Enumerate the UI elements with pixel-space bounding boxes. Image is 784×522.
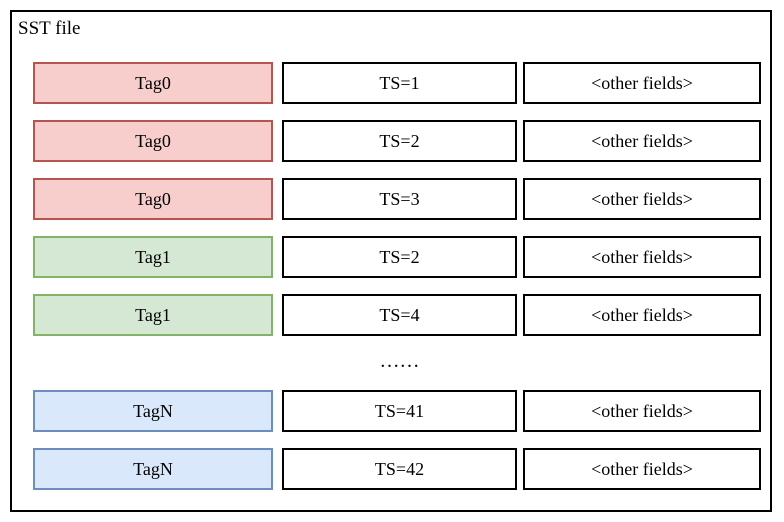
record-other-fields-cell[interactable]: <other fields> [523, 448, 761, 490]
record-tag-cell[interactable]: TagN [33, 390, 273, 432]
record-timestamp-cell[interactable]: TS=4 [282, 294, 517, 336]
record-other-fields-cell[interactable]: <other fields> [523, 120, 761, 162]
record-tag-cell[interactable]: Tag1 [33, 236, 273, 278]
record-tag-cell[interactable]: TagN [33, 448, 273, 490]
record-timestamp-cell[interactable]: TS=3 [282, 178, 517, 220]
record-tag-cell[interactable]: Tag0 [33, 120, 273, 162]
record-tag-cell[interactable]: Tag1 [33, 294, 273, 336]
record-timestamp-cell[interactable]: TS=2 [282, 120, 517, 162]
records-ellipsis-row: …… [33, 350, 751, 374]
record-other-fields-cell[interactable]: <other fields> [523, 236, 761, 278]
sst-file-label: SST file [18, 18, 81, 39]
record-timestamp-cell[interactable]: TS=41 [282, 390, 517, 432]
record-other-fields-cell[interactable]: <other fields> [523, 294, 761, 336]
record-tag-cell[interactable]: Tag0 [33, 62, 273, 104]
record-timestamp-cell[interactable]: TS=2 [282, 236, 517, 278]
record-timestamp-cell[interactable]: TS=1 [282, 62, 517, 104]
record-tag-cell[interactable]: Tag0 [33, 178, 273, 220]
record-other-fields-cell[interactable]: <other fields> [523, 62, 761, 104]
ellipsis-text: …… [379, 350, 420, 372]
record-other-fields-cell[interactable]: <other fields> [523, 390, 761, 432]
record-other-fields-cell[interactable]: <other fields> [523, 178, 761, 220]
record-timestamp-cell[interactable]: TS=42 [282, 448, 517, 490]
